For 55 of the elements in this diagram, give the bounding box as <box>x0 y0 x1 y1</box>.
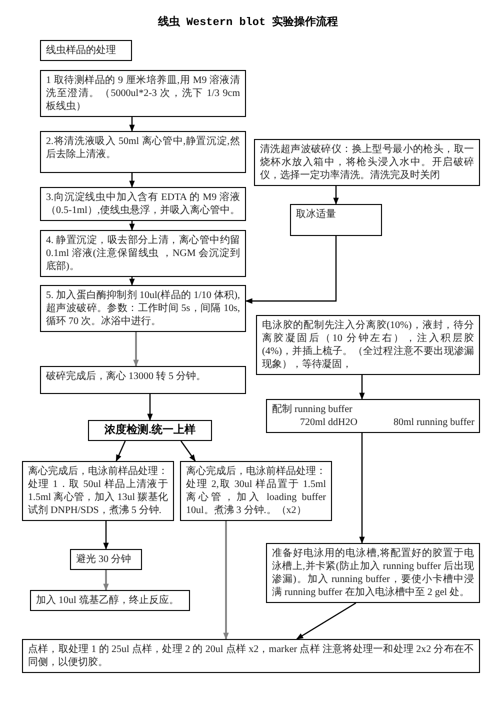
process-box <box>40 285 246 332</box>
process-box <box>266 543 480 603</box>
step-text: 5. 加入蛋白酶抑制剂 10ul(样品的 1/10 体积),超声波破碎。参数：工作时间 5s，间隔 10s,循环 70 次。冰浴中进行。 <box>46 289 240 328</box>
step-text: 点样，取处理 1 的 25ul 点样，处理 2 的 20ul 点样 x2，marker 点样 注意将处理一和处理 2x2 分布在不同侧，以便切胶。 <box>28 643 474 669</box>
step-text: 清洗超声波破碎仪：换上型号最小的枪头，取一烧杯水放入箱中，将枪头浸入水中。开启破碎仪，选择一定功率清洗。清洗完及时关闭 <box>260 143 474 182</box>
process-box <box>30 590 190 611</box>
arrow <box>180 440 196 462</box>
step-text: 720ml ddH2O <box>300 416 358 429</box>
process-box <box>40 230 246 277</box>
arrow <box>223 521 229 640</box>
arrow <box>129 221 135 231</box>
arrow <box>245 236 337 304</box>
step-text: 准备好电泳用的电泳槽,将配置好的胶置于电泳槽上,并卡紧(防止加入 running buffer 后出现渗漏)。加入 running buffer，要使小卡槽中浸满 running buffer 在加入电泳槽中至 2 gel 处。 <box>272 547 474 599</box>
process-box <box>40 70 246 117</box>
step-text: 80ml running buffer <box>394 416 474 429</box>
step-text: 避光 30 分钟 <box>76 553 132 566</box>
arrow <box>133 332 139 367</box>
diagram-title: 线虫 Western blot 实验操作流程 <box>156 16 340 30</box>
process-box <box>40 40 132 61</box>
arrow <box>103 570 109 591</box>
step-text: 配制 running buffer <box>272 403 354 416</box>
arrow <box>333 186 339 205</box>
arrow <box>116 440 126 462</box>
step-text: 取冰适量 <box>296 208 337 221</box>
step-text: 电泳胶的配制先注入分离胶(10%)，液封，待分离胶凝固后（10 分钟左右），注入积层胶(4%)，并插上梳子。（全过程注意不要出现渗漏现象），等待凝固， <box>262 319 474 371</box>
arrow <box>129 117 135 132</box>
arrow <box>359 433 365 544</box>
process-box <box>88 420 212 441</box>
arrow <box>296 602 356 640</box>
step-text: 离心完成后，电泳前样品处理：处理 2,取 30ul 样品置于 1.5ml 离心管，加入 loading buffer 10ul。煮沸 3 分钟.。（x2） <box>186 465 326 517</box>
step-text: 3.向沉淀线虫中加入含有 EDTA 的 M9 溶液（0.5-1ml）,使线虫悬浮，并吸入离心管中。 <box>46 191 240 217</box>
process-box <box>180 461 332 521</box>
process-box <box>40 366 246 394</box>
arrow <box>129 173 135 188</box>
step-text: 1 取待测样品的 9 厘米培养皿,用 M9 溶液清洗至澄清。（5000ul*2-3 次，洗下 1/3 9cm 板线虫） <box>46 74 240 113</box>
step-text: 4. 静置沉淀，吸去部分上清，离心管中约留 0.1ml 溶液(注意保留线虫 ，NGM 会沉淀到底部)。 <box>46 234 240 273</box>
process-box <box>266 399 480 433</box>
process-box <box>40 187 246 221</box>
process-box <box>290 204 382 236</box>
arrow <box>359 375 365 400</box>
step-text: 浓度检测.统一上样 <box>104 424 196 437</box>
step-text: 2.将清洗液吸入 50ml 离心管中,静置沉淀,然后去除上清液。 <box>46 135 240 161</box>
process-box <box>22 639 480 673</box>
step-text: 离心完成后，电泳前样品处理：处理 1．取 50ul 样品上清液于 1.5ml 离心管，加入 13ul 羰基化试剂 DNPH/SDS，煮沸 5 分钟. <box>28 465 168 517</box>
process-box <box>70 549 142 570</box>
step-text: 线虫样品的处理 <box>46 44 117 57</box>
process-box <box>254 139 480 186</box>
process-box <box>40 131 246 173</box>
process-box <box>256 315 480 375</box>
arrow <box>129 277 135 286</box>
step-text: 加入 10ul 巯基乙醇，终止反应。 <box>36 594 180 607</box>
arrow <box>103 521 109 550</box>
process-box <box>22 461 174 521</box>
step-text: 破碎完成后，离心 13000 转 5 分钟。 <box>46 370 207 383</box>
arrow <box>147 394 153 421</box>
